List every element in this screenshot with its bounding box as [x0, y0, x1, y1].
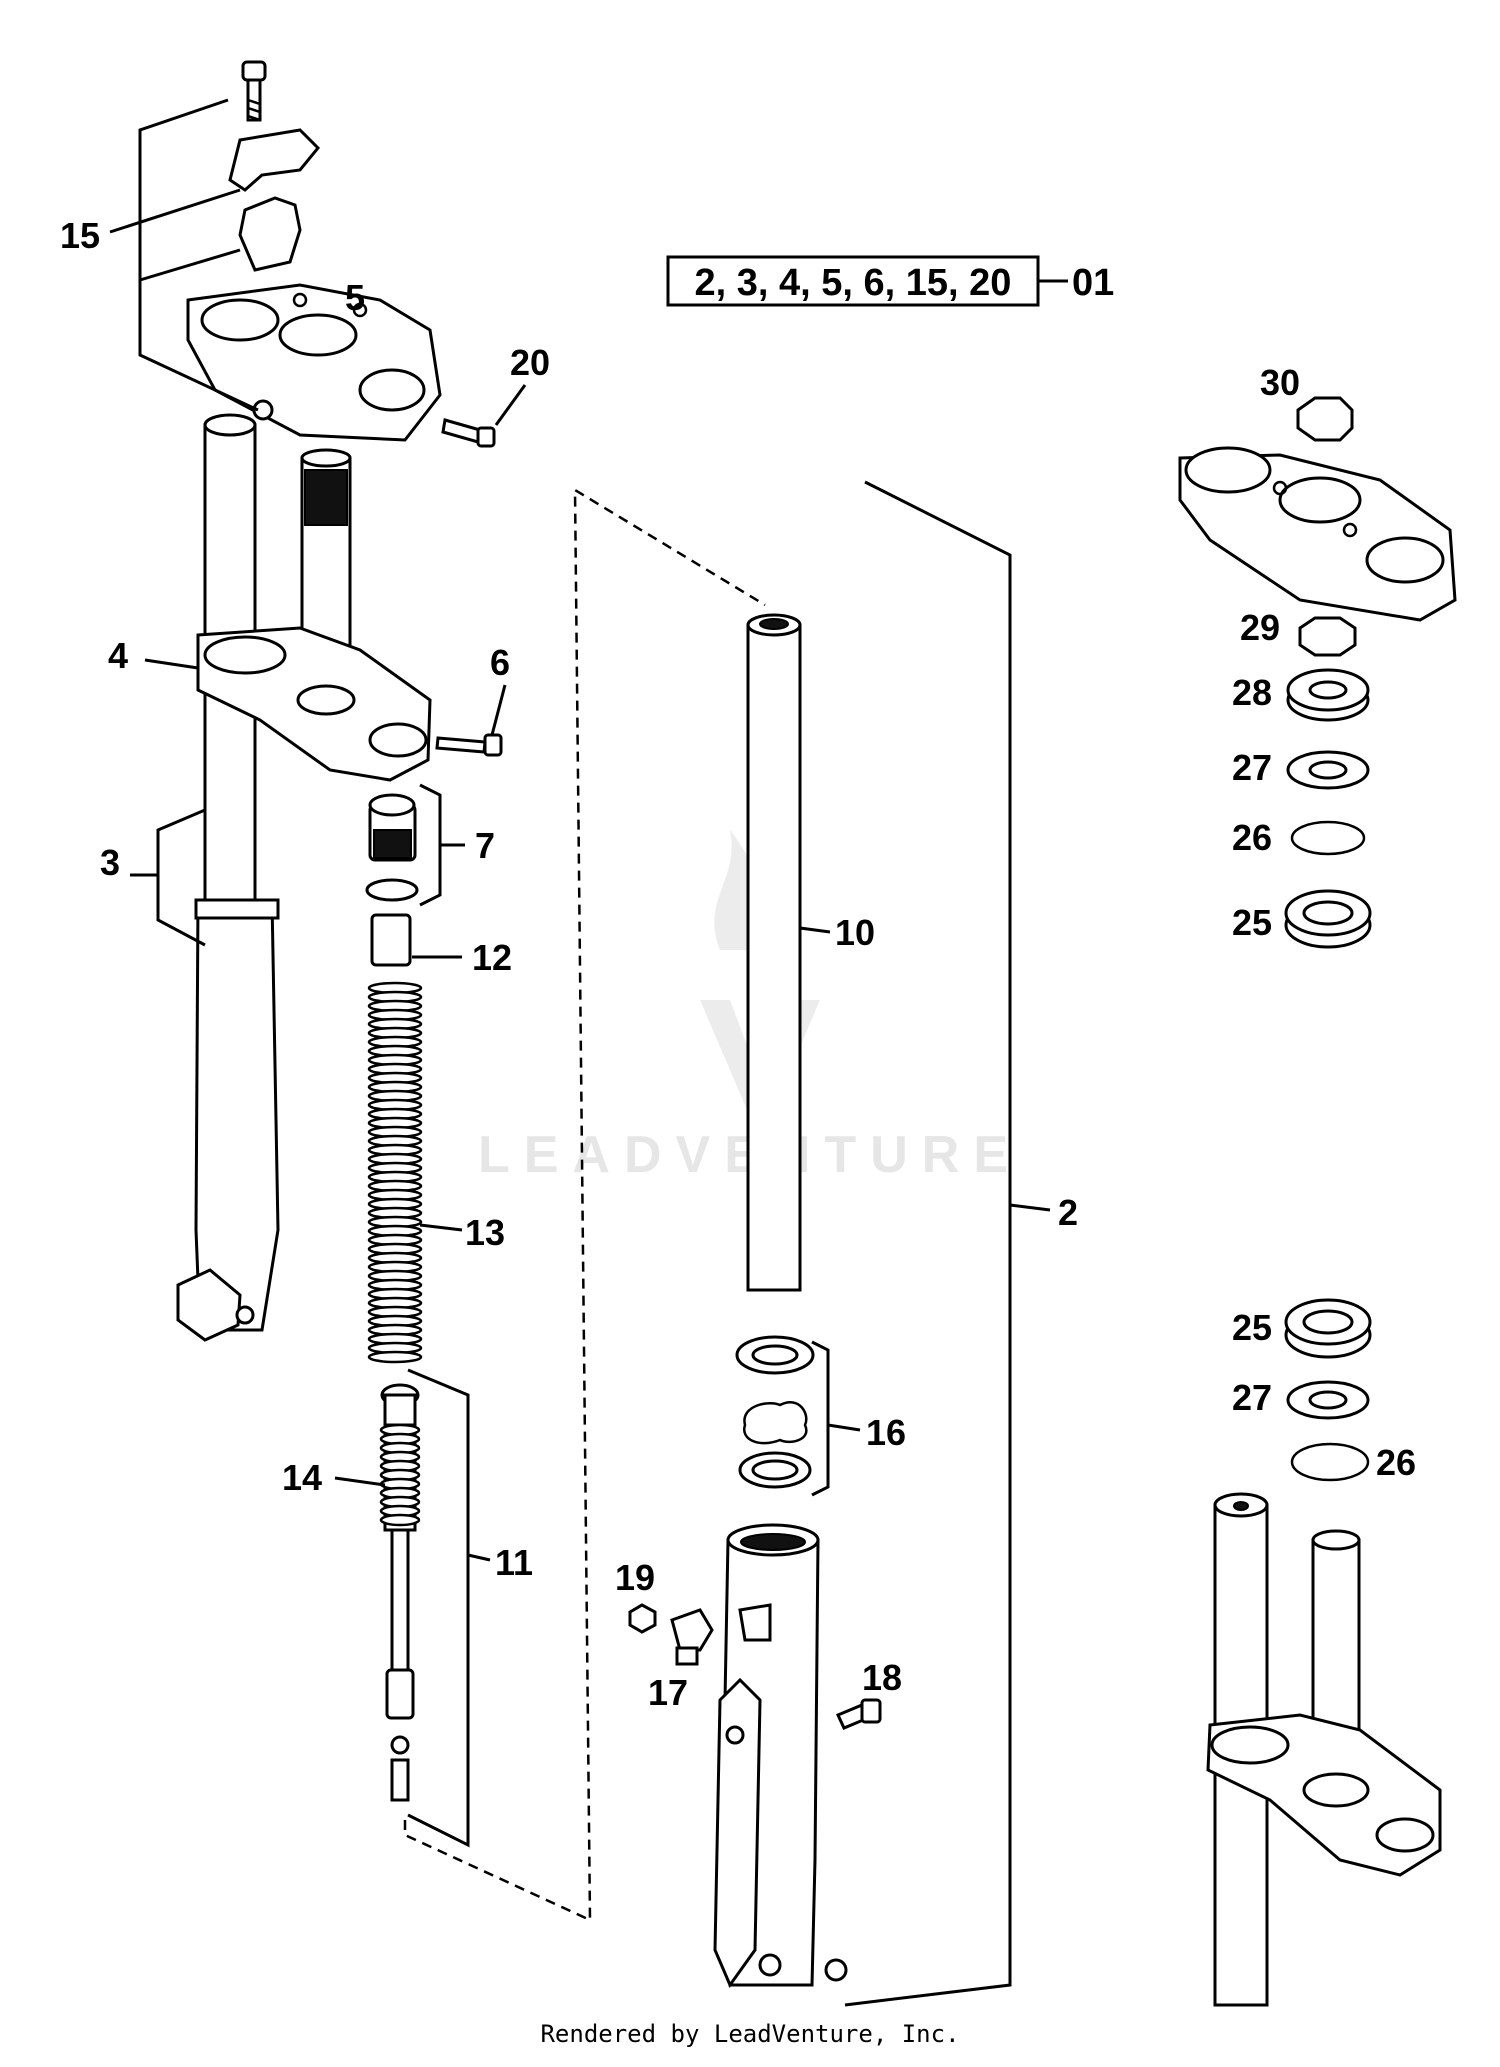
upper-triple-clamp-5 — [186, 283, 442, 442]
pinch-bolt-20 — [441, 418, 496, 448]
callout-3: 3 — [100, 842, 120, 883]
fork-spring-13 — [367, 981, 423, 1364]
washer-28 — [1286, 668, 1370, 722]
clamp-bolt-15 — [241, 60, 267, 122]
rebound-spring — [379, 1423, 421, 1527]
lower-triple-clamp-4 — [196, 626, 432, 782]
kit-number: 01 — [1072, 262, 1114, 304]
spacer-12 — [370, 913, 412, 967]
inner-tube-10 — [746, 613, 802, 1292]
drain-screw — [824, 1958, 848, 1982]
slider-leg — [713, 1523, 820, 1989]
callout-25b: 25 — [1232, 1307, 1272, 1348]
upper-triple-clamp-right — [1178, 446, 1457, 622]
callout-25a: 25 — [1232, 902, 1272, 943]
nut-19 — [628, 1603, 657, 1634]
lower-triple-clamp-right — [1206, 1492, 1442, 2007]
callout-26b: 26 — [1376, 1442, 1416, 1483]
o-ring-26-lower — [1290, 1442, 1370, 1482]
kit-box-parts: 2, 3, 4, 5, 6, 15, 20 — [695, 262, 1012, 304]
pinch-bolt-6 — [435, 733, 503, 757]
callout-10: 10 — [835, 912, 875, 953]
callout-6: 6 — [490, 642, 510, 683]
callout-27b: 27 — [1232, 1377, 1272, 1418]
callout-16: 16 — [866, 1412, 906, 1453]
clamp-nut — [252, 399, 274, 421]
callout-28: 28 — [1232, 672, 1272, 713]
seal-kit-16 — [735, 1335, 815, 1489]
callout-11: 11 — [495, 1542, 533, 1583]
callout-7: 7 — [475, 825, 495, 866]
callout-30: 30 — [1260, 362, 1300, 403]
bearing-25-lower — [1284, 1298, 1372, 1359]
handlebar-clamp-upper — [228, 128, 321, 192]
callout-12: 12 — [472, 937, 512, 978]
callout-15: 15 — [60, 215, 100, 256]
callout-13: 13 — [465, 1212, 505, 1253]
fork-tube-3 — [176, 413, 280, 1342]
dashed-assembly-line — [403, 487, 766, 1922]
bracket-11 — [407, 1368, 470, 1848]
o-ring-26 — [1290, 820, 1366, 856]
callout-27a: 27 — [1232, 747, 1272, 788]
callout-18: 18 — [862, 1657, 902, 1698]
dust-seal-27 — [1286, 750, 1370, 790]
callout-14: 14 — [282, 1457, 322, 1498]
dust-seal-27-lower — [1286, 1380, 1370, 1420]
bolt-18 — [835, 1698, 882, 1730]
callout-17: 17 — [648, 1672, 688, 1713]
bracket-2 — [844, 480, 1012, 2007]
callout-4: 4 — [108, 635, 128, 676]
bracket-15 — [138, 98, 259, 412]
callout-29: 29 — [1240, 607, 1280, 648]
callout-26a: 26 — [1232, 817, 1272, 858]
callout-20: 20 — [510, 342, 550, 383]
callout-5: 5 — [345, 277, 365, 318]
watermark-text: LEADVENTURE — [478, 1126, 1022, 1184]
fork-cap-7 — [365, 793, 419, 902]
footer-credit: Rendered by LeadVenture, Inc. — [540, 2020, 960, 2048]
bracket-7 — [419, 783, 442, 907]
bracket-16 — [811, 1340, 830, 1497]
handlebar-clamp-lower — [238, 196, 302, 272]
stem-nut-30 — [1296, 396, 1354, 442]
callout-2: 2 — [1058, 1192, 1078, 1233]
cable-guide-17 — [670, 1608, 714, 1666]
nut-29 — [1298, 616, 1357, 657]
bearing-25 — [1284, 889, 1372, 949]
callout-19: 19 — [615, 1557, 655, 1598]
